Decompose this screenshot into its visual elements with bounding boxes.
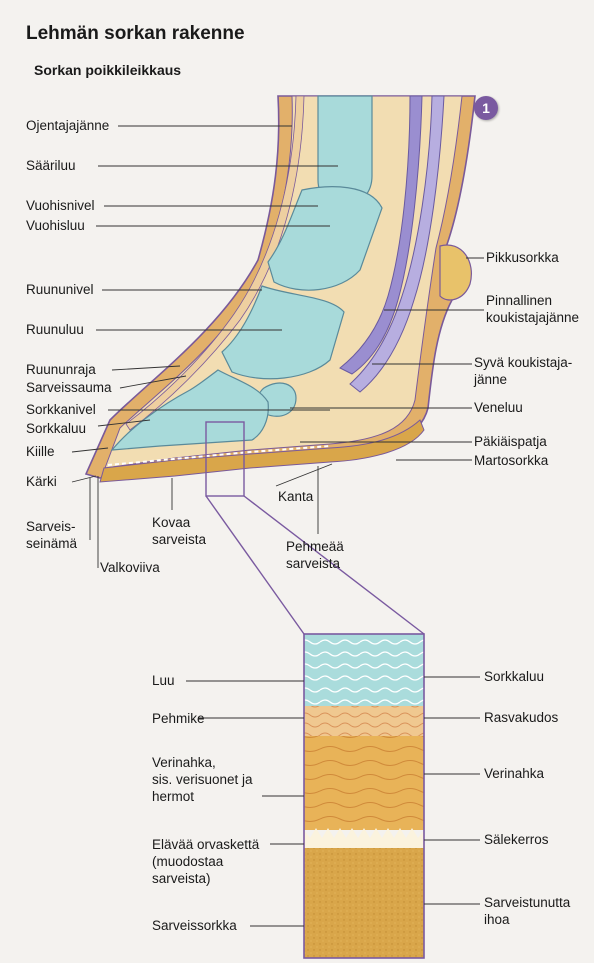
label-pinnallinen: Pinnallinen koukistajajänne [486,292,579,326]
label-detail-sarveistunutta: Sarveistunutta ihoa [484,894,570,928]
hoof-cross-section [86,96,475,496]
label-pikkusorkka: Pikkusorkka [486,249,559,266]
label-ruununraja: Ruununraja [26,361,96,378]
layer-dermis [304,736,424,830]
label-kanta: Kanta [278,488,313,505]
layer-bone [304,634,424,706]
label-veneluu: Veneluu [474,399,523,416]
label-sorkkanivel: Sorkkanivel [26,401,96,418]
label-sorkkaluu: Sorkkaluu [26,420,86,437]
label-detail-salekerros: Sälekerros [484,831,549,848]
label-valkoviiva: Valkoviiva [100,559,160,576]
label-detail-sarveissorkka: Sarveissorkka [152,917,237,934]
page-subtitle: Sorkan poikkileikkaus [34,62,181,78]
label-detail-verinahka: Verinahka, sis. verisuonet ja hermot [152,754,253,805]
label-sarveisseinama: Sarveis- seinämä [26,518,77,552]
label-sarveissauma: Sarveissauma [26,379,112,396]
label-vuohisnivel: Vuohisnivel [26,197,95,214]
label-kiille: Kiille [26,443,55,460]
label-ruunuluu: Ruunuluu [26,321,84,338]
layer-horn [304,848,424,958]
label-detail-elavaa: Elävää orvaskettä (muodostaa sarveista) [152,836,259,887]
figure-number-badge: 1 [474,96,498,120]
label-detail-luu: Luu [152,672,175,689]
label-pehmeaa-sarveista: Pehmeää sarveista [286,538,344,572]
layer-fat [304,706,424,736]
label-kovaa-sarveista: Kovaa sarveista [152,514,206,548]
layer-lamellae [304,828,424,848]
label-detail-verinahka-right: Verinahka [484,765,544,782]
label-ojentajajanne: Ojentajajänne [26,117,109,134]
label-vuohisluu: Vuohisluu [26,217,85,234]
label-martosorkka: Martosorkka [474,452,548,469]
label-syva: Syvä koukistaja- jänne [474,354,572,388]
label-saariluu: Sääriluu [26,157,76,174]
dewclaw-shape [440,245,471,300]
label-detail-rasvakudos: Rasvakudos [484,709,558,726]
leader-karki [72,476,96,482]
label-detail-pehmike: Pehmike [152,710,205,727]
page-title: Lehmän sorkan rakenne [26,23,245,45]
tissue-detail-column [304,634,424,958]
label-pakiaispatja: Päkiäispatja [474,433,547,450]
label-karki: Kärki [26,473,57,490]
label-detail-sorkkaluu: Sorkkaluu [484,668,544,685]
label-ruununivel: Ruununivel [26,281,94,298]
leader-kanta [276,464,332,486]
